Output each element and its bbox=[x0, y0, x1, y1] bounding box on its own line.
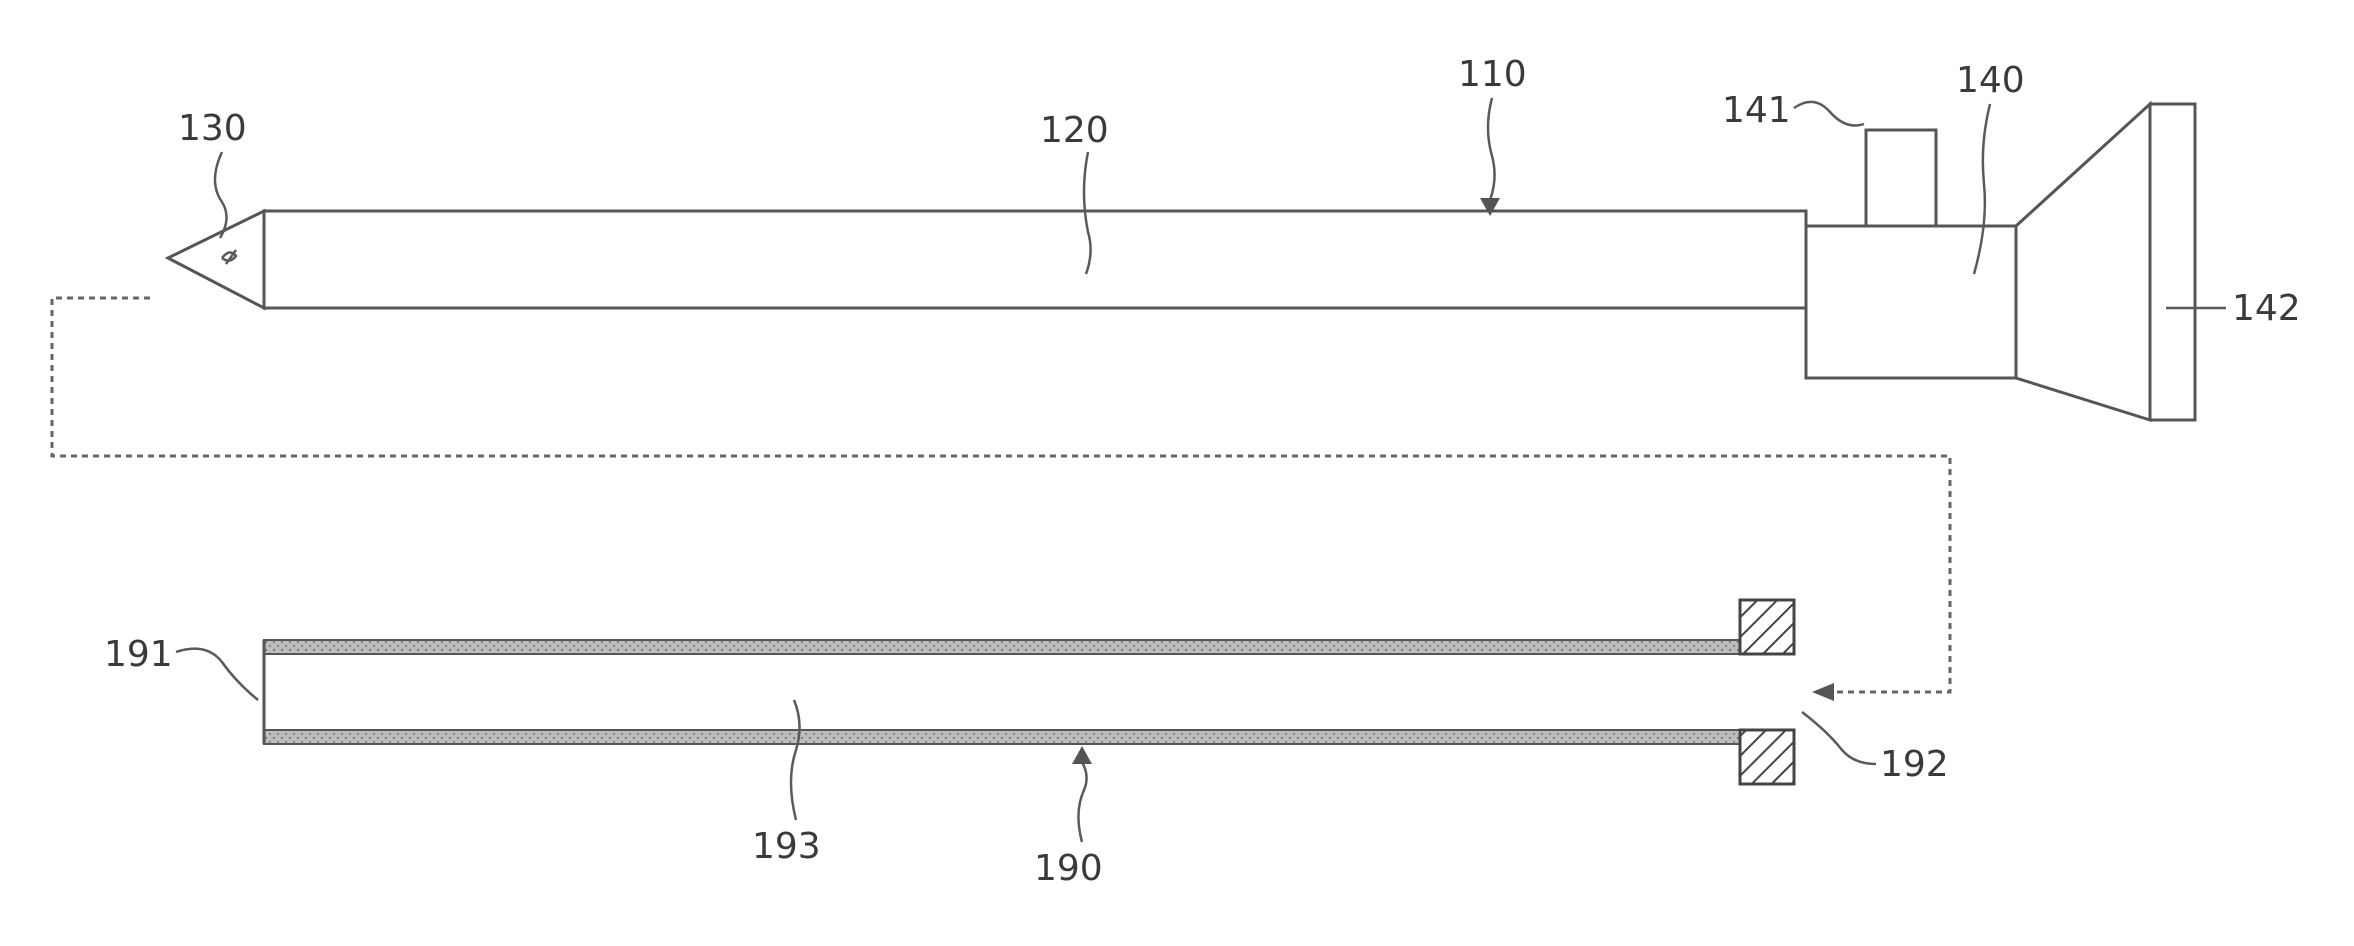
shaft bbox=[264, 211, 1806, 308]
arrow-190-icon bbox=[1072, 746, 1092, 764]
leader-130 bbox=[215, 152, 227, 238]
sheath-assembly bbox=[264, 600, 1794, 784]
handle-body bbox=[1806, 226, 2016, 378]
label-130: 130 bbox=[178, 108, 247, 149]
lower-labels: 191 192 193 190 bbox=[104, 634, 1949, 889]
label-140: 140 bbox=[1956, 60, 2025, 101]
leader-141 bbox=[1794, 102, 1864, 126]
label-190: 190 bbox=[1034, 848, 1103, 889]
leader-140 bbox=[1974, 104, 1990, 274]
label-193: 193 bbox=[752, 826, 821, 867]
sheath-bottom-wall bbox=[264, 730, 1740, 744]
sheath-flange-top bbox=[1740, 600, 1794, 654]
label-120: 120 bbox=[1040, 110, 1109, 151]
leader-190 bbox=[1078, 762, 1086, 842]
leader-110 bbox=[1488, 98, 1495, 200]
leader-193 bbox=[791, 700, 800, 820]
sheath-flange-bottom bbox=[1740, 730, 1794, 784]
label-192: 192 bbox=[1880, 744, 1949, 785]
tip bbox=[168, 211, 264, 308]
leader-191 bbox=[176, 649, 258, 700]
flared-connector bbox=[2016, 104, 2150, 420]
sheath-top-wall bbox=[264, 640, 1740, 654]
label-141: 141 bbox=[1722, 90, 1791, 131]
label-142: 142 bbox=[2232, 288, 2301, 329]
leader-192 bbox=[1802, 712, 1876, 764]
instrument-assembly bbox=[168, 104, 2195, 420]
arrow-insert-icon bbox=[1812, 683, 1834, 701]
side-port bbox=[1866, 130, 1936, 226]
label-191: 191 bbox=[104, 634, 173, 675]
assembly-path-dashed bbox=[52, 298, 1950, 692]
end-cap bbox=[2150, 104, 2195, 420]
upper-labels: 110 120 130 141 140 142 bbox=[178, 54, 2301, 329]
arrow-110-icon bbox=[1480, 198, 1500, 216]
leader-120 bbox=[1084, 152, 1091, 274]
label-110: 110 bbox=[1458, 54, 1527, 95]
tip-mark-icon bbox=[222, 250, 236, 264]
